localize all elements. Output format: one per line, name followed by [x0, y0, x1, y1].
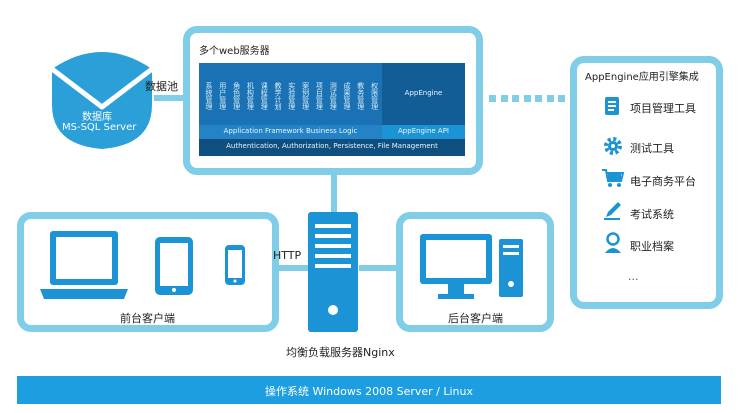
- web-servers-title: 多个web服务器: [199, 46, 270, 57]
- module-label: 案例管理: [301, 82, 310, 110]
- module-label: 测试管理: [329, 82, 338, 110]
- http-connector-left: [279, 265, 309, 271]
- framework-bar: [199, 125, 382, 139]
- database-engine-label: MS-SQL Server: [62, 122, 137, 133]
- appengine-api-label: AppEngine API: [398, 127, 449, 135]
- database-shape: [50, 52, 154, 149]
- appengine-item-exam-system: 考试系统: [630, 208, 674, 221]
- module-label: 权限管理: [370, 82, 379, 110]
- module-label: 课程管理: [260, 82, 269, 110]
- module-label: 实验管理: [287, 82, 296, 110]
- appengine-item-test-tool: 测试工具: [630, 142, 674, 155]
- appengine-item-career-file: 职业档案: [630, 240, 674, 253]
- http-connector-right: [359, 265, 401, 271]
- tablet-icon: [155, 237, 193, 295]
- phone-icon: [225, 245, 245, 285]
- project-tool-icon: [605, 97, 619, 115]
- dotted-connector-segment: [512, 95, 519, 102]
- module-label: 机构管理: [246, 82, 255, 110]
- module-label: 系统管理: [205, 82, 213, 110]
- desktop-monitor-icon: [420, 234, 492, 299]
- appengine-item-project-tool: 项目管理工具: [630, 102, 696, 115]
- appengine-api-bar: [382, 125, 465, 139]
- database-connector: [154, 95, 190, 101]
- module-label: 成果管理: [343, 82, 351, 110]
- framework-label: Application Framework Business Logic: [223, 127, 358, 135]
- database-label: 数据库: [82, 112, 112, 123]
- dotted-connector-segment: [535, 95, 542, 102]
- dotted-connector-segment: [523, 95, 531, 102]
- appengine-more: ...: [628, 270, 639, 283]
- person-icon: [605, 232, 621, 253]
- modules-block: [199, 63, 382, 125]
- auth-label: Authentication, Authorization, Persisten…: [226, 142, 438, 150]
- os-bar: [17, 376, 721, 404]
- appengine-item-ecommerce: 电子商务平台: [630, 175, 696, 188]
- os-label: 操作系统 Windows 2008 Server / Linux: [265, 385, 473, 398]
- module-label: 角色管理: [232, 82, 241, 110]
- load-balancer-label: 均衡负载服务器Nginx: [286, 346, 395, 359]
- appengine-panel: [570, 56, 723, 309]
- lb-web-connector: [331, 172, 337, 214]
- appengine-label: AppEngine: [404, 89, 443, 97]
- server-tower-icon: [308, 212, 358, 332]
- module-label: 教学计划: [274, 82, 282, 110]
- gear-icon: [604, 137, 622, 155]
- appengine-panel-title: AppEngine应用引擎集成: [585, 72, 699, 83]
- dotted-connector-segment: [558, 95, 565, 102]
- module-label: 教务管理: [356, 82, 365, 110]
- pen-icon: [604, 202, 621, 220]
- dotted-connector-segment: [500, 95, 508, 102]
- desktop-tower-icon: [499, 239, 523, 297]
- laptop-icon: [40, 231, 128, 299]
- backend-label: 后台客户端: [448, 312, 503, 325]
- frontend-label: 前台客户端: [120, 312, 175, 325]
- dotted-connector-segment: [546, 95, 554, 102]
- module-label: 用户管理: [218, 82, 227, 110]
- appengine-block: [382, 63, 465, 125]
- module-label: 项目管理: [315, 82, 324, 110]
- data-pool-label: 数据池: [145, 80, 178, 93]
- cart-icon: [602, 169, 625, 187]
- auth-bar: [199, 139, 465, 156]
- http-label: HTTP: [273, 249, 302, 262]
- dotted-connector-segment: [489, 95, 496, 102]
